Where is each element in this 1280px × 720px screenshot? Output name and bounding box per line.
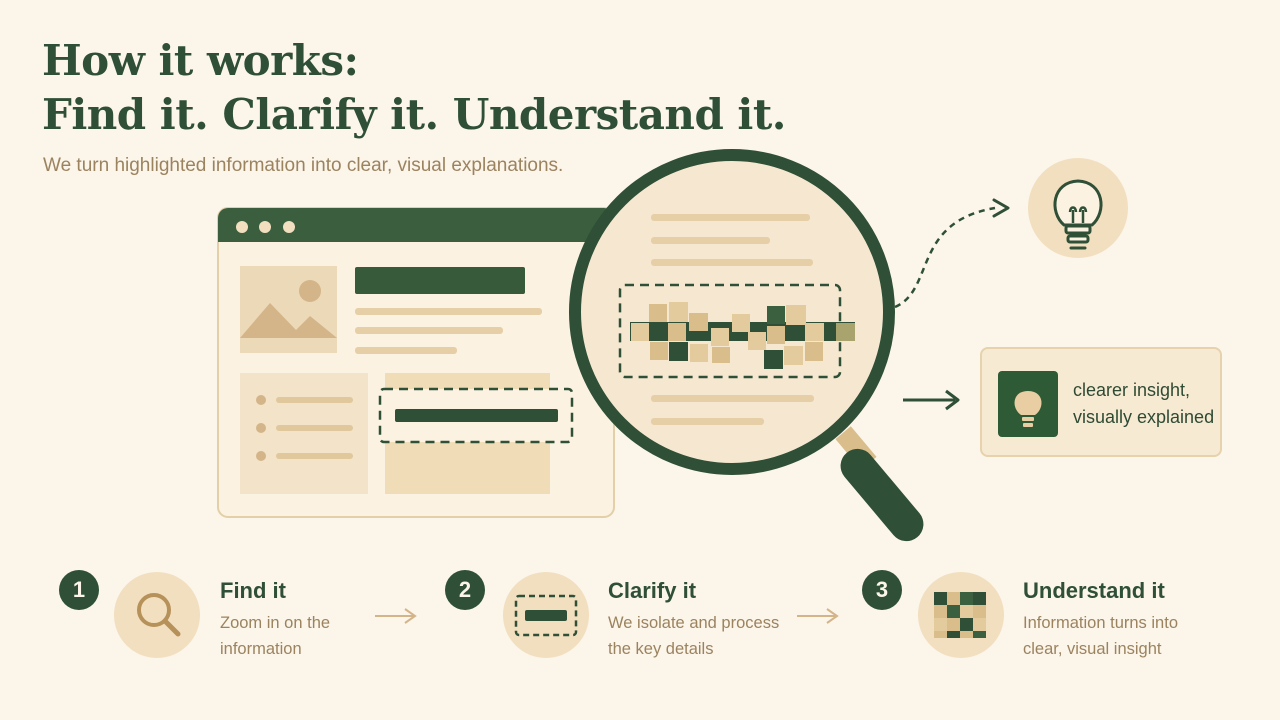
- step-2-circle: [503, 572, 589, 658]
- text-line: [355, 327, 503, 334]
- step-number-2: 2: [445, 570, 485, 610]
- page-title: How it works: Find it. Clarify it. Under…: [42, 34, 786, 142]
- list-panel: [240, 373, 368, 494]
- step-1-desc-line-2: information: [220, 640, 302, 658]
- pixel-grid-icon: [934, 592, 986, 638]
- step-1-description: Zoom in on the information: [220, 610, 330, 662]
- step-1-circle: [114, 572, 200, 658]
- step-2-desc-line-2: the key details: [608, 640, 714, 658]
- image-placeholder-icon: [240, 266, 337, 353]
- step-1-title: Find it: [220, 578, 286, 603]
- step-2-title: Clarify it: [608, 578, 697, 603]
- step-3-title: Understand it: [1023, 578, 1165, 603]
- window-dot-icon: [236, 221, 248, 233]
- window-dot-icon: [259, 221, 271, 233]
- insight-text-line-1: clearer insight,: [1073, 380, 1191, 400]
- step-3-desc-line-1: Information turns into: [1023, 614, 1178, 632]
- highlight-bar: [395, 409, 558, 422]
- lightbulb-icon: [1028, 158, 1128, 258]
- heading-bar: [355, 267, 525, 294]
- browser-titlebar: [218, 208, 614, 242]
- step-1-desc-line-1: Zoom in on the: [220, 614, 331, 632]
- step-3-circle: [918, 572, 1004, 658]
- browser-window: [217, 207, 615, 518]
- magnifier-icon: [569, 149, 924, 542]
- step-3-description: Information turns into clear, visual ins…: [1023, 610, 1178, 662]
- insight-lightbulb-icon: [998, 371, 1058, 437]
- step-2-desc-line-1: We isolate and process: [608, 614, 780, 632]
- step-2-description: We isolate and process the key details: [608, 610, 779, 662]
- dashed-arrow: [894, 206, 996, 309]
- step-number-1: 1: [59, 570, 99, 610]
- window-dot-icon: [283, 221, 295, 233]
- pixelated-data-icon: [630, 302, 855, 369]
- insight-card: clearer insight, visually explained: [980, 347, 1222, 457]
- step-number-3: 3: [862, 570, 902, 610]
- title-line-2: Find it. Clarify it. Understand it.: [42, 90, 786, 139]
- step-arrow: [375, 608, 417, 624]
- insight-text-line-2: visually explained: [1073, 407, 1215, 427]
- dashed-highlight-icon: [514, 594, 578, 637]
- step-3-desc-line-2: clear, visual insight: [1023, 640, 1162, 658]
- step-arrow: [797, 608, 839, 624]
- text-line: [355, 308, 542, 315]
- title-line-1: How it works:: [42, 36, 359, 85]
- text-line: [355, 347, 457, 354]
- magnifier-icon: [137, 593, 181, 637]
- page-subtitle: We turn highlighted information into cle…: [43, 155, 564, 176]
